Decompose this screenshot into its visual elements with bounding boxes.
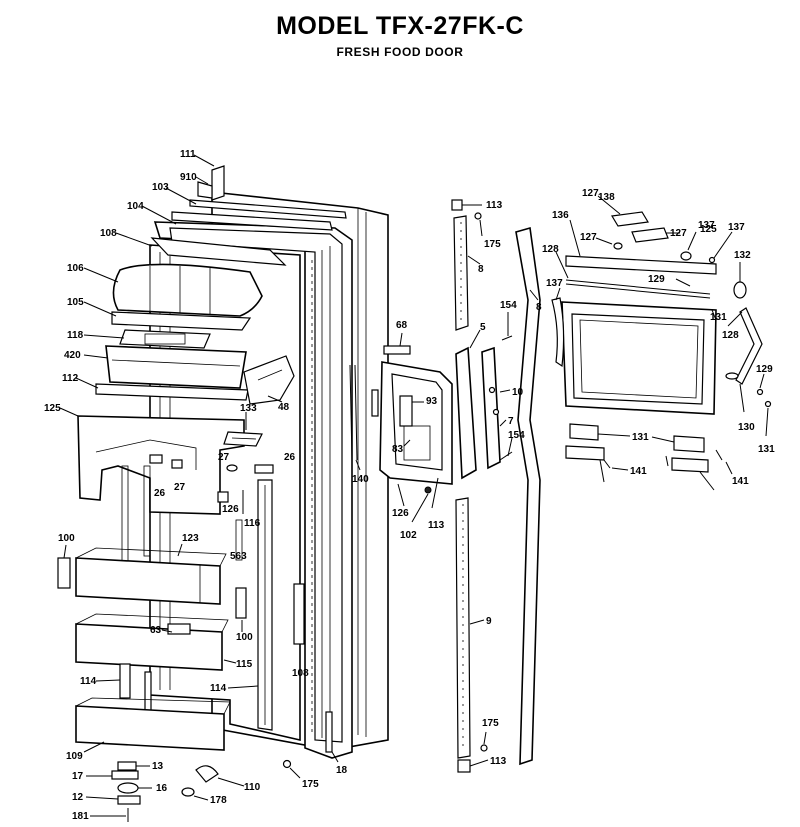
callout-labels: 111 910 103 104 108 106 105 118 420 112 … (44, 149, 775, 822)
callout: 420 (64, 350, 81, 361)
callout: 123 (182, 533, 199, 544)
callout: 125 (700, 224, 717, 235)
callout: 175 (482, 718, 499, 729)
callout: 100 (58, 533, 75, 544)
callout: 26 (154, 488, 166, 499)
callout: 26 (284, 452, 296, 463)
callout: 128 (722, 330, 739, 341)
callout: 105 (67, 297, 84, 308)
callout: 12 (72, 792, 84, 803)
callout: 137 (546, 278, 563, 289)
door-rails (451, 199, 541, 773)
callout: 114 (80, 676, 97, 687)
callout: 136 (552, 210, 569, 221)
callout: 109 (66, 751, 83, 762)
callout: 131 (632, 432, 649, 443)
callout: 27 (174, 482, 186, 493)
callout: 154 (500, 300, 517, 311)
callout: 5 (480, 322, 486, 333)
callout: 563 (230, 551, 247, 562)
callout: 129 (756, 364, 773, 375)
callout: 175 (484, 239, 501, 250)
callout: 68 (396, 320, 408, 331)
callout: 127 (582, 188, 599, 199)
callout: 27 (218, 452, 230, 463)
callout: 129 (648, 274, 665, 285)
callout: 154 (508, 430, 525, 441)
callout: 8 (478, 264, 484, 275)
callout: 108 (100, 228, 117, 239)
callout: 127 (580, 232, 597, 243)
callout: 63 (150, 625, 162, 636)
callout: 131 (710, 312, 727, 323)
callout: 104 (127, 201, 144, 212)
callout: 83 (392, 444, 404, 455)
callout: 910 (180, 172, 197, 183)
callout: 141 (630, 466, 647, 477)
diagram-subtitle: FRESH FOOD DOOR (336, 45, 464, 59)
callout: 118 (67, 330, 84, 341)
callout: 106 (67, 263, 84, 274)
callout: 13 (152, 761, 164, 772)
callout: 9 (486, 616, 492, 627)
callout: 116 (244, 518, 261, 529)
callout: 181 (72, 811, 89, 822)
callout: 115 (236, 659, 253, 670)
callout: 17 (72, 771, 84, 782)
callout: 132 (734, 250, 751, 261)
callout: 127 (670, 228, 687, 239)
callout: 126 (392, 508, 409, 519)
dairy-compartment (77, 237, 295, 567)
door-bins (57, 547, 333, 822)
callout: 140 (352, 474, 369, 485)
callout: 18 (336, 765, 348, 776)
callout: 113 (486, 200, 503, 211)
callout: 111 (180, 149, 196, 160)
callout: 133 (240, 403, 257, 414)
callout: 137 (698, 220, 715, 231)
callout: 113 (490, 756, 507, 767)
callout: 128 (542, 244, 559, 255)
callout: 48 (278, 402, 290, 413)
callout: 8 (536, 302, 542, 313)
callout: 175 (302, 779, 319, 790)
callout: 102 (400, 530, 417, 541)
dispenser-door-assembly (551, 211, 772, 473)
callout: 141 (732, 476, 749, 487)
callout: 131 (758, 444, 775, 455)
diagram-title: MODEL TFX-27FK-C (276, 12, 524, 40)
callout: 114 (210, 683, 227, 694)
callout: 113 (428, 520, 445, 531)
callout: 137 (728, 222, 745, 233)
callout: 93 (426, 396, 438, 407)
callout: 125 (44, 403, 61, 414)
callout: 130 (738, 422, 755, 433)
callout: 126 (222, 504, 239, 515)
callout: 112 (62, 373, 79, 384)
callout: 138 (598, 192, 615, 203)
callout: 100 (236, 632, 253, 643)
callout: 178 (210, 795, 227, 806)
callout: 110 (244, 782, 261, 793)
callout: 16 (156, 783, 168, 794)
callout: 10 (512, 387, 524, 398)
callout: 103 (152, 182, 169, 193)
callout: 7 (508, 416, 514, 427)
callout: 108 (292, 668, 309, 679)
